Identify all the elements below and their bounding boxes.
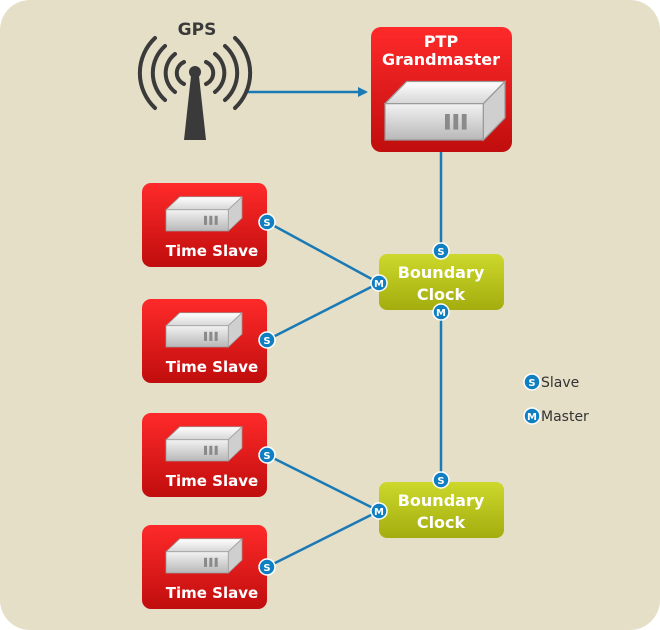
- port-letter: M: [374, 279, 384, 290]
- boundary-clock-2: Boundary Clock: [379, 482, 504, 538]
- port-master-bc1-left: M: [370, 274, 388, 292]
- time-slave-4: Time Slave: [142, 525, 267, 609]
- port-slave-bc2-top: S: [432, 471, 450, 489]
- boundary-clock-1-label-line1: Boundary: [398, 263, 485, 282]
- server-icon: [165, 426, 243, 462]
- port-slave-ts3: S: [258, 446, 276, 464]
- boundary-clock-2-label-line1: Boundary: [398, 491, 485, 510]
- port-letter: S: [263, 336, 270, 347]
- grandmaster-label-line2: Grandmaster: [382, 50, 500, 69]
- time-slave-4-label: Time Slave: [166, 584, 258, 602]
- legend-slave-letter: S: [528, 378, 535, 389]
- grandmaster-label-line1: PTP: [424, 32, 459, 51]
- legend-master-badge: [523, 407, 541, 425]
- gps-node: GPS: [137, 20, 253, 140]
- port-letter: M: [374, 507, 384, 518]
- port-slave-ts1: S: [258, 213, 276, 231]
- port-master-bc1-down: M: [432, 303, 450, 321]
- server-icon: [384, 80, 506, 141]
- links: [247, 87, 443, 569]
- legend-master-label: Master: [541, 409, 589, 425]
- port-slave-grandmaster-bc1: S: [432, 242, 450, 260]
- boundary-clock-1: Boundary Clock: [379, 254, 504, 310]
- legend-slave-badge: [523, 373, 541, 391]
- gps-label: GPS: [178, 20, 217, 40]
- port-slave-ts4: S: [258, 558, 276, 576]
- time-slave-1: Time Slave: [142, 183, 267, 267]
- antenna-tower-icon: [137, 36, 253, 140]
- bc1-to-slave2-link: [266, 281, 380, 342]
- boundary-clock-1-label-line2: Clock: [417, 285, 466, 304]
- boundary-clock-2-box: [379, 482, 504, 538]
- port-letter: S: [263, 563, 270, 574]
- time-slave-3-label: Time Slave: [166, 472, 258, 490]
- server-icon: [165, 538, 243, 574]
- port-master-bc2-left: M: [370, 502, 388, 520]
- ports: S M M S M S S S: [258, 213, 450, 576]
- bc2-to-slave4-link: [266, 509, 380, 569]
- legend-slave: S Slave: [523, 373, 579, 391]
- port-letter: S: [437, 476, 444, 487]
- port-letter: M: [436, 308, 446, 319]
- time-slave-3: Time Slave: [142, 413, 267, 497]
- time-slave-1-label: Time Slave: [166, 242, 258, 260]
- port-letter: S: [437, 247, 444, 258]
- legend: S Slave M Master: [523, 373, 589, 425]
- server-icon: [165, 312, 243, 348]
- bc2-to-slave3-link: [266, 453, 380, 513]
- boundary-clock-2-label-line2: Clock: [417, 513, 466, 532]
- legend-master: M Master: [523, 407, 589, 425]
- port-letter: S: [263, 451, 270, 462]
- boundary-clock-1-box: [379, 254, 504, 310]
- legend-master-letter: M: [527, 412, 537, 423]
- grandmaster-node: PTP Grandmaster: [371, 27, 512, 152]
- bc1-to-slave1-link: [266, 220, 380, 285]
- legend-slave-label: Slave: [541, 375, 579, 391]
- port-letter: S: [263, 218, 270, 229]
- server-icon: [165, 196, 243, 232]
- port-slave-ts2: S: [258, 331, 276, 349]
- time-slave-2-label: Time Slave: [166, 358, 258, 376]
- time-slave-2: Time Slave: [142, 299, 267, 383]
